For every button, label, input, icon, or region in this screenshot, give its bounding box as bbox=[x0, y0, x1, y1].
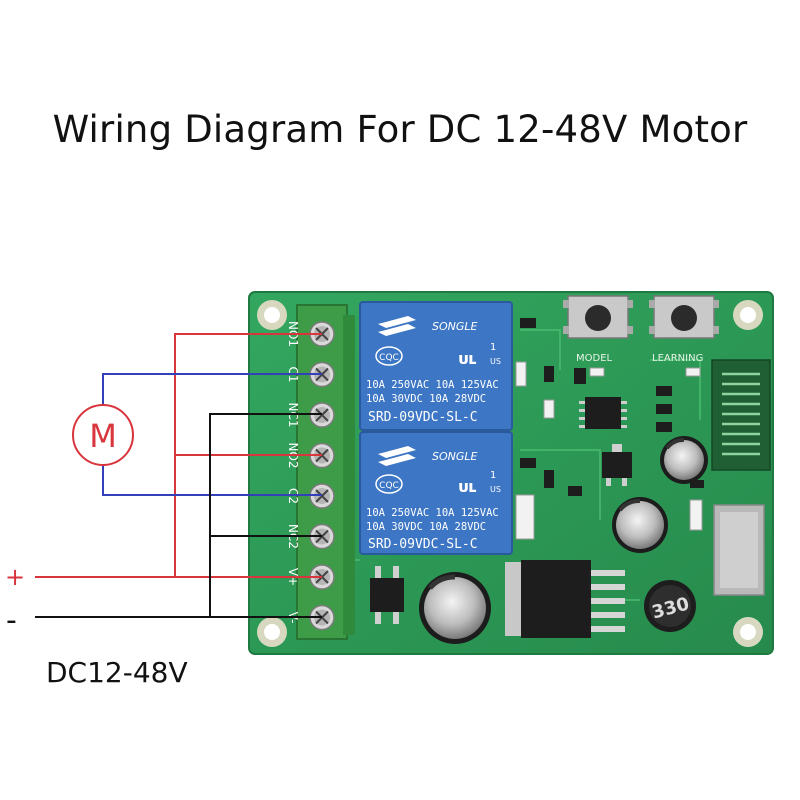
terminal-block bbox=[296, 304, 355, 640]
blue-wire-c2 bbox=[102, 465, 322, 496]
electrolytic-capacitor bbox=[419, 572, 491, 644]
learning-label: LEARNING bbox=[652, 353, 703, 364]
diagram-title: Wiring Diagram For DC 12-48V Motor bbox=[52, 108, 748, 151]
relay-model: SRD-09VDC-SL-C bbox=[368, 537, 478, 552]
led-indicator bbox=[589, 367, 605, 377]
relay-rating-1: 10A 250VAC 10A 125VAC bbox=[366, 507, 499, 519]
model-label: MODEL bbox=[576, 353, 613, 364]
relay-1: SONGLE CQC ᴜʟ 1 US 10A 250VAC 10A 125VAC… bbox=[359, 301, 513, 431]
svg-text:ᴜʟ: ᴜʟ bbox=[458, 349, 477, 368]
black-wire-nc1 bbox=[209, 413, 322, 617]
voltage-regulator bbox=[505, 560, 625, 638]
motor-symbol: M bbox=[72, 404, 134, 466]
power-plus-label: + bbox=[5, 563, 25, 591]
relay-us-mark: US bbox=[490, 485, 501, 494]
mounting-hole bbox=[733, 617, 763, 647]
songle-logo-icon bbox=[378, 316, 416, 336]
relay-rating-2: 10A 30VDC 10A 28VDC bbox=[366, 393, 486, 405]
relay-2: SONGLE CQC ᴜʟ 1 US 10A 250VAC 10A 125VAC… bbox=[359, 431, 513, 555]
relay-us-mark: US bbox=[490, 357, 501, 366]
inductor: 330 bbox=[644, 580, 696, 632]
rf-receiver-module bbox=[711, 359, 771, 596]
wiring bbox=[35, 333, 322, 618]
transistor bbox=[602, 444, 632, 486]
relay-cert: CQC bbox=[379, 481, 399, 491]
smd-components bbox=[520, 318, 704, 496]
power-minus-label: - bbox=[6, 603, 17, 638]
relay-model: SRD-09VDC-SL-C bbox=[368, 410, 478, 425]
mounting-hole bbox=[733, 300, 763, 330]
blue-wire-c1 bbox=[102, 373, 322, 407]
mounting-hole bbox=[257, 617, 287, 647]
relay-cert: CQC bbox=[379, 353, 399, 363]
relay-brand: SONGLE bbox=[432, 450, 478, 463]
bridge-rectifier bbox=[370, 566, 404, 624]
relay-rating-2: 10A 30VDC 10A 28VDC bbox=[366, 521, 486, 533]
model-button bbox=[563, 295, 633, 339]
electrolytic-capacitor bbox=[660, 436, 708, 484]
svg-text:ᴜʟ: ᴜʟ bbox=[458, 477, 477, 496]
svg-text:1: 1 bbox=[490, 470, 496, 481]
ic-chip bbox=[579, 397, 627, 429]
motor-label: M bbox=[89, 417, 117, 455]
electrolytic-capacitor bbox=[612, 497, 668, 553]
relay-brand: SONGLE bbox=[432, 320, 478, 333]
smd-resistors bbox=[515, 361, 703, 540]
mounting-hole bbox=[257, 300, 287, 330]
songle-logo-icon bbox=[378, 446, 416, 466]
relay-rating-1: 10A 250VAC 10A 125VAC bbox=[366, 379, 499, 391]
learning-button bbox=[649, 295, 719, 339]
led-indicator bbox=[685, 367, 701, 377]
svg-text:1: 1 bbox=[490, 342, 496, 353]
power-voltage-label: DC12-48V bbox=[46, 656, 188, 689]
